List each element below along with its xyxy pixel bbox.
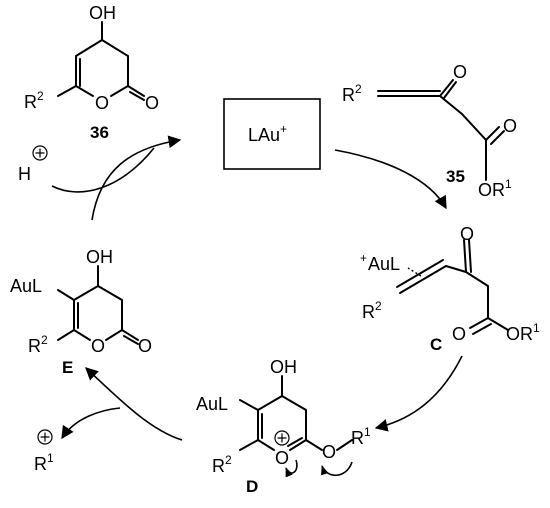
arrow-catalyst-to-c (334, 149, 447, 210)
c35-or1: OR1 (478, 177, 512, 200)
c36-number: 36 (90, 123, 109, 142)
d-electron-arrow-2 (321, 461, 353, 477)
e-ring-o: O (91, 336, 105, 356)
proton-charge-circle (32, 145, 48, 161)
c36-oh: OH (89, 3, 116, 23)
c-gold-plus: + (360, 251, 367, 265)
r1-cation-label: R1 (34, 451, 54, 474)
compound-36: OH R2 O O 36 (24, 3, 159, 142)
e-oh: OH (86, 247, 113, 267)
alkyl-cation-species: R1 (34, 429, 54, 474)
d-label: D (246, 477, 258, 496)
c36-r2: R2 (24, 89, 44, 112)
c35-r2: R2 (342, 82, 362, 105)
e-label: E (62, 358, 73, 377)
arrow-release-r1 (61, 407, 121, 440)
compound-35: R2 O O OR1 35 (342, 62, 517, 200)
arrow-d-to-e (85, 367, 183, 441)
c35-ketone-o: O (453, 62, 467, 82)
c36-carbonyl-o: O (145, 93, 159, 113)
catalyst-label: LAu+ (248, 122, 287, 145)
arrow-e-to-36 (91, 135, 182, 221)
c35-carbonyl-o: O (503, 116, 517, 136)
c-r2: R2 (362, 299, 382, 322)
d-electron-arrow-1 (285, 459, 298, 478)
e-r2: R2 (28, 333, 48, 356)
e-carbonyl-o: O (138, 336, 152, 356)
c-aul: AuL (368, 254, 400, 274)
d-ring-o: O (275, 448, 289, 468)
d-oh: OH (270, 357, 297, 377)
c-label: C (430, 335, 442, 354)
arrow-proton-in (51, 147, 155, 193)
d-ether-o: O (322, 442, 336, 462)
proton-label: H (18, 164, 31, 184)
r1-charge-circle (37, 429, 53, 445)
intermediate-c: + AuL R2 O O OR1 C (360, 224, 540, 354)
proton-species: H (18, 145, 48, 184)
e-aul: AuL (10, 276, 42, 296)
c-carbonyl-o: O (452, 324, 466, 344)
d-r1: R1 (351, 425, 371, 448)
intermediate-e: OH AuL R2 O O E (10, 247, 152, 377)
c-ketone-o: O (460, 224, 474, 244)
intermediate-d: OH AuL R2 O O R1 D (196, 357, 371, 496)
d-oxonium-charge (274, 430, 290, 446)
d-aul: AuL (196, 394, 228, 414)
arrow-c-to-d (374, 355, 463, 432)
catalyst-box: LAu+ (223, 98, 321, 170)
c35-number: 35 (446, 167, 465, 186)
c-or1: OR1 (506, 321, 540, 344)
d-r2: R2 (212, 453, 232, 476)
c36-ring-o: O (95, 93, 109, 113)
